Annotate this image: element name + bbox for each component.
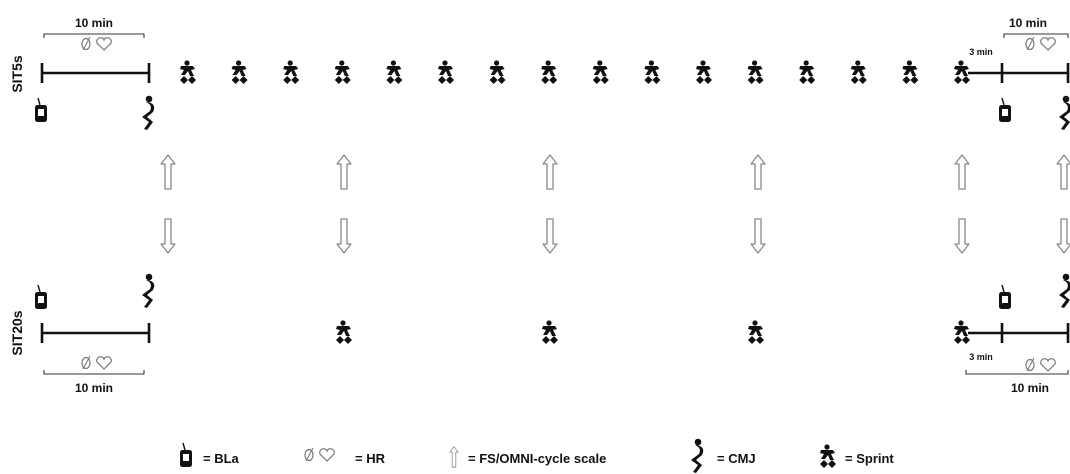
sprint-icon bbox=[386, 60, 403, 84]
sit20s-post-gap: 3 min bbox=[969, 352, 993, 362]
legend-sprint: = Sprint bbox=[845, 451, 894, 466]
scale-arrow-down bbox=[160, 218, 176, 254]
sprint-icon bbox=[644, 60, 661, 84]
sprint-icon bbox=[180, 60, 196, 84]
heart-rate-icon bbox=[1025, 357, 1056, 372]
blood-lactate-icon bbox=[998, 97, 1012, 123]
scale-arrow-down bbox=[336, 218, 352, 254]
scale-arrow-up bbox=[750, 154, 766, 190]
sit5s-sprint-row bbox=[180, 60, 970, 84]
sit5s-label: SIT5s bbox=[9, 55, 25, 93]
sprint-icon bbox=[231, 60, 248, 84]
scale-arrow-down bbox=[750, 218, 766, 254]
heart-rate-icon bbox=[1025, 36, 1056, 51]
legend-hr: = HR bbox=[355, 451, 386, 466]
sprint-icon bbox=[799, 60, 816, 84]
sprint-icon bbox=[820, 444, 836, 468]
sit20s-pre-duration: 10 min bbox=[75, 381, 113, 395]
sprint-icon bbox=[542, 320, 558, 344]
sprint-icon bbox=[748, 320, 764, 344]
scale-arrow-up bbox=[542, 154, 558, 190]
sprint-icon bbox=[696, 60, 712, 84]
sit20s-label: SIT20s bbox=[9, 310, 25, 355]
heart-rate-icon bbox=[304, 447, 335, 462]
sprint-icon bbox=[850, 60, 867, 84]
cmj-icon bbox=[691, 438, 704, 473]
sprint-icon bbox=[283, 60, 300, 84]
legend-cmj: = CMJ bbox=[717, 451, 756, 466]
cmj-icon bbox=[1059, 273, 1070, 308]
scale-arrow-down bbox=[542, 218, 558, 254]
sit20s-pre-bar: 10 min bbox=[40, 323, 151, 395]
sprint-icon bbox=[334, 60, 351, 84]
legend: = BLa = HR = FS/OMNI-cycle scale = CMJ =… bbox=[179, 438, 894, 473]
sprint-icon bbox=[954, 60, 970, 84]
scale-arrow-down bbox=[954, 218, 970, 254]
cmj-icon bbox=[142, 273, 155, 308]
sprint-icon bbox=[541, 60, 558, 84]
sit5s-pre-duration: 10 min bbox=[75, 16, 113, 30]
scale-arrow-up bbox=[336, 154, 352, 190]
sit5s-post-duration: 10 min bbox=[1009, 16, 1047, 30]
sit5s-protocol: SIT5s 10 min 10 min 3 min bbox=[9, 16, 1070, 190]
legend-bla: = BLa bbox=[203, 451, 240, 466]
scale-arrow-up bbox=[1056, 154, 1070, 190]
sit20s-protocol: SIT20s 10 min 3 min 10 min bbox=[9, 218, 1070, 395]
heart-rate-icon bbox=[81, 355, 112, 370]
sit5s-post-gap: 3 min bbox=[969, 47, 993, 57]
blood-lactate-icon bbox=[34, 284, 48, 310]
sprint-icon bbox=[489, 60, 506, 84]
blood-lactate-icon bbox=[34, 97, 48, 123]
sprint-icon bbox=[336, 320, 352, 344]
scale-arrow-up bbox=[160, 154, 176, 190]
cmj-icon bbox=[1059, 95, 1070, 130]
sit20s-post-bar: 3 min 10 min bbox=[965, 323, 1070, 395]
sprint-icon bbox=[954, 320, 970, 344]
sit5s-post-bar: 10 min 3 min bbox=[968, 16, 1070, 83]
blood-lactate-icon bbox=[998, 284, 1012, 310]
sit5s-pre-bar: 10 min bbox=[40, 16, 151, 83]
blood-lactate-icon bbox=[179, 442, 193, 468]
scale-arrow-up bbox=[954, 154, 970, 190]
scale-arrow-down bbox=[1056, 218, 1070, 254]
sit20s-post-duration: 10 min bbox=[1011, 381, 1049, 395]
cmj-icon bbox=[142, 95, 155, 130]
sprint-icon bbox=[747, 60, 764, 84]
sit20s-sprint-row bbox=[336, 320, 970, 344]
sprint-icon bbox=[592, 60, 609, 84]
scale-arrow-icon bbox=[449, 446, 459, 468]
heart-rate-icon bbox=[81, 36, 112, 51]
sprint-icon bbox=[438, 60, 454, 84]
sprint-icon bbox=[902, 60, 919, 84]
legend-scale: = FS/OMNI-cycle scale bbox=[468, 451, 606, 466]
